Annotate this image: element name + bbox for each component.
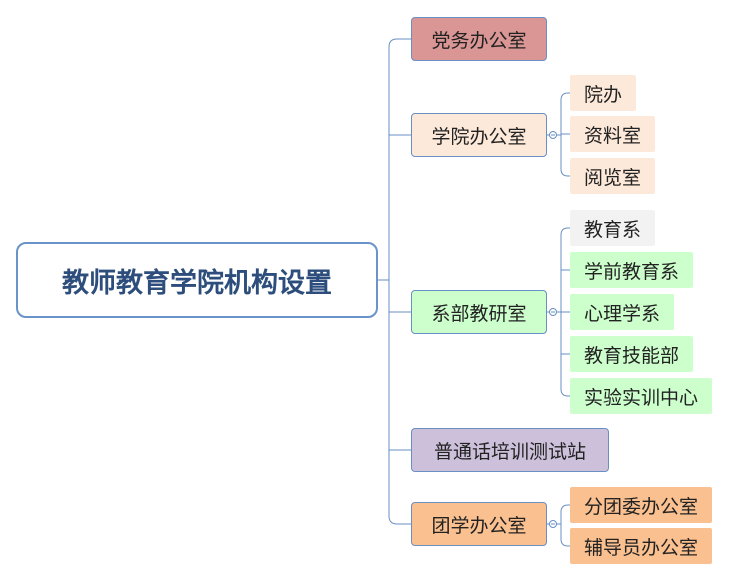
trunk-line xyxy=(388,38,411,525)
child-archive-room[interactable]: 资料室 xyxy=(570,116,656,152)
child-dean-office[interactable]: 院办 xyxy=(570,75,637,111)
child-education-dept[interactable]: 教育系 xyxy=(570,210,656,246)
root-node[interactable]: 教师教育学院机构设置 xyxy=(16,242,378,318)
child-counselor-office[interactable]: 辅导员办公室 xyxy=(570,528,713,564)
branch-party-office[interactable]: 党务办公室 xyxy=(411,17,547,61)
child-league-committee-office[interactable]: 分团委办公室 xyxy=(570,487,713,523)
branch-department-office[interactable]: 系部教研室 xyxy=(411,290,547,334)
branch-youth-office[interactable]: 团学办公室 xyxy=(411,502,547,546)
branch-mandarin-test-station[interactable]: 普通话培训测试站 xyxy=(411,428,609,472)
child-bus-4 xyxy=(560,504,570,547)
branch-college-office[interactable]: 学院办公室 xyxy=(411,113,547,157)
child-preschool-dept[interactable]: 学前教育系 xyxy=(570,252,694,288)
child-lab-training-center[interactable]: 实验实训中心 xyxy=(570,378,713,414)
child-skills-dept[interactable]: 教育技能部 xyxy=(570,336,694,372)
child-psychology-dept[interactable]: 心理学系 xyxy=(570,294,675,330)
child-reading-room[interactable]: 阅览室 xyxy=(570,158,656,194)
